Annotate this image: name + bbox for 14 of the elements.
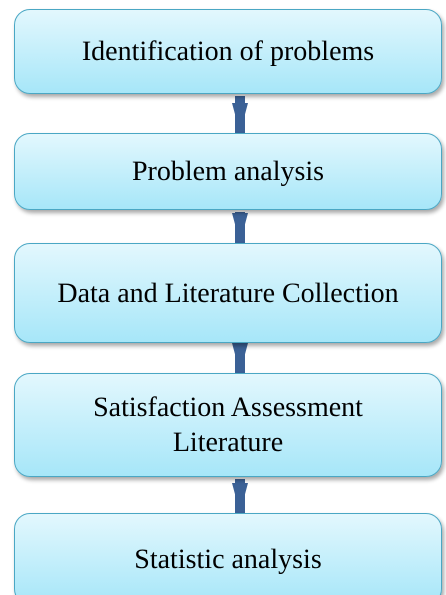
arrow bbox=[232, 212, 248, 243]
process-box bbox=[14, 133, 442, 210]
step-label: Identification of problems bbox=[82, 35, 374, 69]
arrow bbox=[232, 479, 248, 513]
process-box bbox=[14, 243, 442, 343]
process-box bbox=[14, 373, 442, 477]
arrow bbox=[232, 96, 248, 133]
step-label: Satisfaction Assessment Literature bbox=[92, 391, 364, 460]
step-label: Statistic analysis bbox=[134, 542, 322, 576]
step-label: Problem analysis bbox=[132, 155, 324, 189]
process-box bbox=[14, 9, 442, 94]
arrow bbox=[232, 343, 248, 373]
step-label: Data and Literature Collection bbox=[57, 276, 399, 310]
process-box bbox=[14, 513, 442, 595]
